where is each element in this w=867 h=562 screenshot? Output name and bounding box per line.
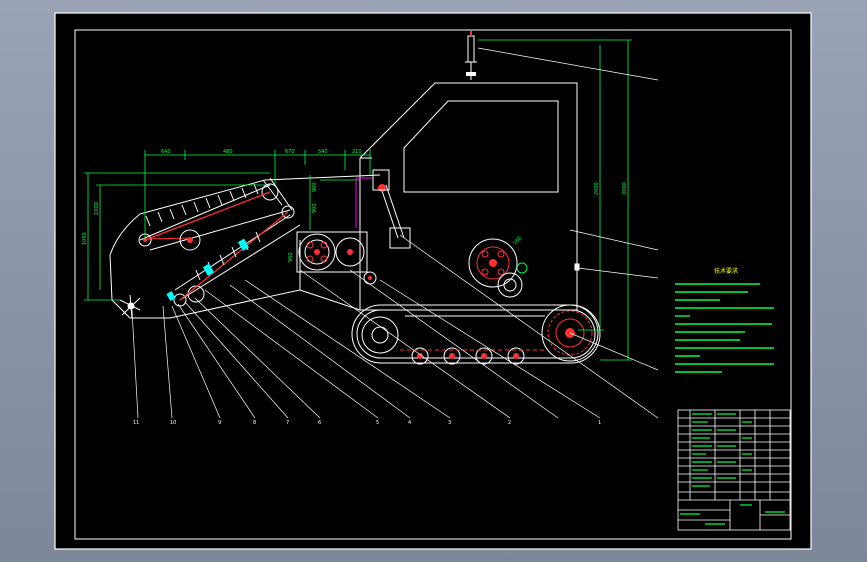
balloon-8: 8 xyxy=(253,420,256,426)
cyan-markers xyxy=(166,238,249,301)
balloon-numbers: 11 10 9 8 7 6 5 4 3 2 1 xyxy=(133,420,601,426)
balloon-6: 6 xyxy=(318,420,321,426)
dim-left-outer: 1050 xyxy=(82,232,88,245)
dim-480: 480 xyxy=(223,149,233,155)
dim-small-c: 960 xyxy=(288,252,294,262)
dim-540: 540 xyxy=(318,149,328,155)
balloon-9: 9 xyxy=(218,420,221,426)
lift-cylinder xyxy=(372,169,411,249)
drive-gears xyxy=(296,231,528,298)
crawler-track xyxy=(351,304,601,365)
road-wheels xyxy=(411,347,525,365)
dimensions xyxy=(84,39,632,361)
leader-lines xyxy=(131,47,659,419)
machine-body xyxy=(299,82,580,311)
drawing-frame xyxy=(74,29,792,540)
title-block xyxy=(677,409,791,531)
balloon-10: 10 xyxy=(170,420,176,426)
tech-requirements: 技术要求 xyxy=(675,267,774,373)
tech-notes-lines xyxy=(675,283,774,373)
dim-640: 640 xyxy=(161,149,171,155)
dim-210: 210 xyxy=(352,149,362,155)
dim-small-b: 900 xyxy=(312,203,318,213)
tech-requirements-title: 技术要求 xyxy=(714,267,738,275)
cutting-frame xyxy=(109,174,381,319)
balloon-7: 7 xyxy=(286,420,289,426)
dim-right-inner: 2000 xyxy=(594,182,600,195)
balloon-5: 5 xyxy=(376,420,379,426)
balloon-1: 1 xyxy=(598,420,601,426)
dim-left-height: 1000 xyxy=(94,202,100,215)
dim-small-a: 900 xyxy=(312,182,318,192)
boom-teeth xyxy=(145,183,261,281)
balloon-2: 2 xyxy=(508,420,511,426)
cab-outline xyxy=(359,82,578,311)
balloon-11: 11 xyxy=(133,420,139,426)
handle xyxy=(574,263,580,271)
balloon-4: 4 xyxy=(408,420,411,426)
dim-small-d: 160 xyxy=(512,235,523,246)
dim-right-outer: 3000 xyxy=(622,182,628,195)
dimension-text: 640 480 670 540 210 1050 1000 2000 3000 … xyxy=(82,149,628,262)
balloon-3: 3 xyxy=(448,420,451,426)
sheet-border xyxy=(54,12,812,550)
bom-entries xyxy=(680,413,785,525)
cab-window xyxy=(403,100,559,193)
dim-670: 670 xyxy=(285,149,295,155)
drawing-sheet xyxy=(55,13,811,549)
front-rotor xyxy=(119,294,141,319)
magenta-lines xyxy=(355,177,372,228)
top-mast xyxy=(465,31,477,80)
